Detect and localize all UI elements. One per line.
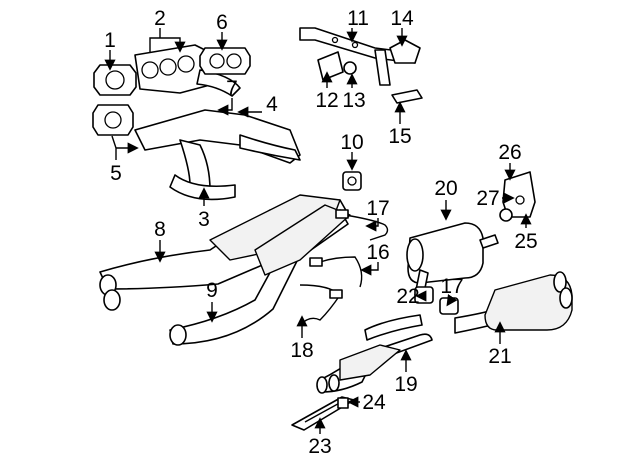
- hanger-10[interactable]: [342, 171, 362, 191]
- callout-25: 25: [514, 230, 537, 253]
- bracket-15[interactable]: [391, 89, 423, 104]
- center-pipe-19[interactable]: [316, 314, 433, 394]
- rear-muffler-21[interactable]: [454, 271, 573, 334]
- oxygen-sensor-18[interactable]: [299, 284, 343, 326]
- callout-labels: 1 2 6 7 4 5 3 11 14 12 13 15 10 8 17 16 …: [104, 7, 538, 458]
- front-pipe-8[interactable]: [99, 194, 349, 311]
- callout-20: 20: [434, 177, 457, 200]
- callout-17-upper: 17: [366, 197, 389, 220]
- oxygen-sensor-16[interactable]: [309, 256, 363, 288]
- manifold-gasket-5[interactable]: [92, 104, 134, 136]
- callout-9: 9: [206, 279, 218, 302]
- callout-17-lower: 17: [440, 275, 463, 298]
- callout-22: 22: [396, 285, 419, 308]
- callout-5: 5: [110, 162, 122, 185]
- leader-lines: [104, 28, 532, 434]
- hanger-bracket-26[interactable]: [502, 171, 536, 218]
- callout-7: 7: [226, 77, 238, 100]
- callout-11: 11: [347, 7, 369, 30]
- clip-24[interactable]: [337, 397, 349, 409]
- callout-6: 6: [216, 11, 228, 34]
- bracket-11[interactable]: [299, 27, 416, 86]
- bracket-14[interactable]: [389, 39, 421, 64]
- callout-14: 14: [390, 7, 414, 30]
- manifold-gasket-1[interactable]: [93, 64, 137, 96]
- callout-27: 27: [476, 187, 499, 210]
- callout-2: 2: [154, 7, 166, 30]
- callout-23: 23: [308, 435, 331, 458]
- exhaust-manifold-4[interactable]: [134, 109, 301, 191]
- insulator-13[interactable]: [343, 61, 357, 75]
- bracket-12[interactable]: [317, 51, 344, 81]
- callout-1: 1: [104, 29, 116, 52]
- callout-8: 8: [154, 218, 166, 241]
- callout-12: 12: [315, 89, 338, 112]
- callout-24: 24: [362, 391, 386, 414]
- callout-4: 4: [266, 93, 278, 116]
- callout-3: 3: [198, 208, 210, 231]
- callout-13: 13: [342, 89, 365, 112]
- callout-16: 16: [366, 241, 389, 264]
- callout-15: 15: [388, 125, 411, 148]
- manifold-gasket-6[interactable]: [199, 47, 251, 75]
- callout-26: 26: [498, 141, 521, 164]
- callout-21: 21: [488, 345, 511, 368]
- callout-18: 18: [290, 339, 313, 362]
- muffler-20[interactable]: [406, 222, 499, 299]
- clamp-27[interactable]: [499, 208, 513, 222]
- clamp-17[interactable]: [439, 297, 459, 315]
- oxygen-sensor-17[interactable]: [335, 209, 389, 241]
- callout-19: 19: [394, 373, 417, 396]
- callout-10: 10: [340, 131, 363, 154]
